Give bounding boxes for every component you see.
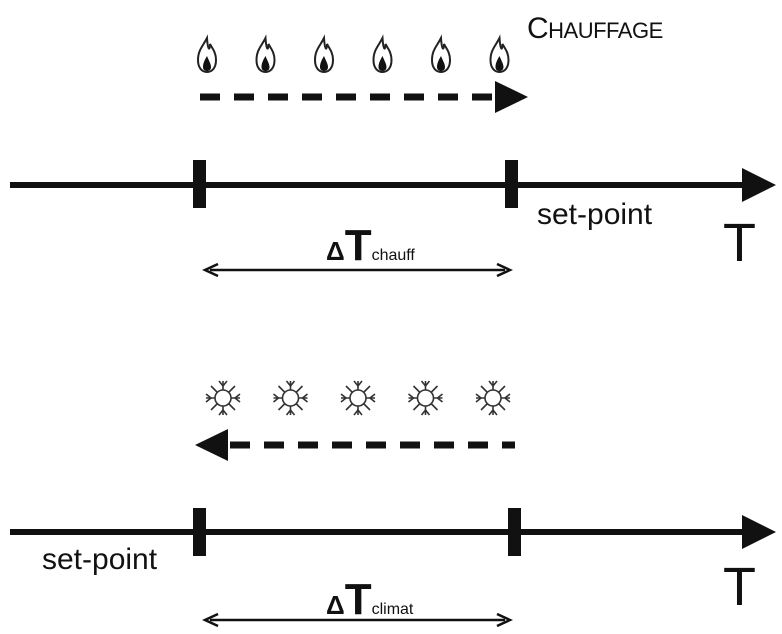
heating-title-initial: C — [527, 12, 549, 45]
heating-lower-tick — [193, 160, 206, 208]
cooling-axis-label: T — [723, 557, 756, 617]
heating-delta-subscript: chauff — [371, 247, 415, 264]
heating-delta-range-arrow — [202, 262, 513, 278]
heating-temperature-axis — [10, 168, 776, 202]
heating-title: CHAUFFAGE — [527, 14, 663, 44]
snowflake-icon — [205, 380, 241, 416]
cooling-delta-symbol: Δ — [326, 590, 345, 620]
heating-delta-symbol: Δ — [326, 236, 345, 266]
snowflake-icon — [340, 380, 376, 416]
flame-icon — [197, 37, 217, 73]
cooling-direction-arrow — [195, 429, 515, 461]
cooling-setpoint-tick — [193, 508, 206, 556]
cooling-delta-subscript: climat — [371, 601, 414, 618]
cooling-delta-range-arrow — [202, 612, 513, 628]
flame-icon — [489, 37, 510, 73]
heating-axis-label: T — [723, 213, 756, 273]
flame-icon — [314, 37, 334, 73]
heating-setpoint-tick — [505, 160, 518, 208]
snowflake-icon — [272, 380, 309, 416]
heating-delta-label: ΔTchauff — [326, 224, 415, 268]
snowflake-icon — [475, 380, 511, 416]
flame-icon — [255, 37, 276, 73]
heating-flames — [197, 37, 510, 73]
cooling-setpoint-label: set-point — [42, 543, 158, 576]
snowflake-icon — [407, 380, 444, 416]
cooling-delta-t: T — [344, 575, 372, 624]
heating-title-rest: HAUFFAGE — [548, 18, 663, 43]
cooling-snowflakes — [205, 380, 511, 416]
cooling-delta-label: ΔTclimat — [326, 578, 413, 622]
heating-direction-arrow — [200, 81, 528, 113]
cooling-temperature-axis — [10, 515, 776, 549]
flame-icon — [431, 37, 451, 73]
flame-icon — [372, 37, 393, 73]
heating-delta-t: T — [344, 221, 372, 270]
cooling-upper-tick — [508, 508, 521, 556]
heating-setpoint-label: set-point — [537, 198, 653, 231]
